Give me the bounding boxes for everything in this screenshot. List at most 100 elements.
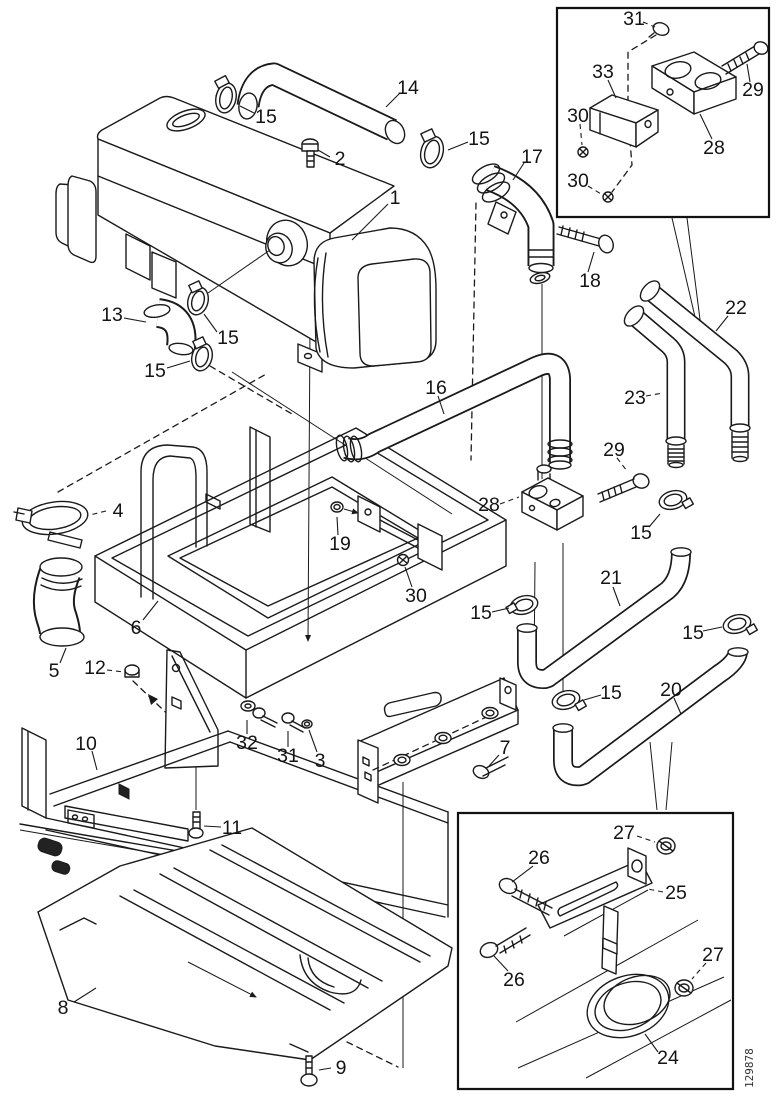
lift-arch <box>141 445 207 597</box>
callout-15: 15 <box>470 602 492 624</box>
callout-1-leader <box>352 204 388 240</box>
callout-19-leader <box>337 517 338 535</box>
nut-27-lower <box>675 980 693 996</box>
callout-15: 15 <box>144 360 166 382</box>
callout-28: 28 <box>478 494 500 516</box>
callout-16-leader <box>438 396 444 414</box>
callout-15: 15 <box>255 106 277 128</box>
heat-exchanger-tank-1 <box>56 87 551 372</box>
nut-12 <box>125 665 139 675</box>
callout-17-leader <box>513 163 524 180</box>
callout-30-leader <box>580 124 582 145</box>
figure-id: 129878 <box>743 1048 756 1088</box>
callout-11: 11 <box>222 817 242 839</box>
callout-22: 22 <box>725 297 747 319</box>
bolt-9 <box>306 1056 312 1075</box>
callout-26: 26 <box>528 847 550 869</box>
callout-4-leader <box>90 511 106 515</box>
callout-8: 8 <box>58 997 69 1019</box>
callout-26: 26 <box>503 969 525 991</box>
callout-23-leader <box>646 393 663 396</box>
clamp-15-e <box>657 488 693 513</box>
callout-27: 27 <box>613 822 635 844</box>
callout-15: 15 <box>682 622 704 644</box>
hose-14 <box>213 74 408 147</box>
callout-17: 17 <box>521 146 543 168</box>
bolt-11 <box>193 812 200 830</box>
callout-30-leader <box>588 186 601 194</box>
callout-15-leader <box>703 627 722 631</box>
callout-2-leader <box>318 150 330 157</box>
pipes-22-23 <box>621 277 750 467</box>
callout-20-leader <box>674 698 681 714</box>
callouts-layer: 1214151517181315151622232928419301515151… <box>49 8 764 1079</box>
bracket-19 <box>358 496 380 532</box>
callout-31-leader <box>643 22 655 27</box>
clamp-15-b <box>417 129 447 170</box>
callout-15: 15 <box>468 128 490 150</box>
callout-12-leader <box>107 670 124 672</box>
callout-30-leader <box>405 567 412 587</box>
deck-slot <box>385 693 442 717</box>
callout-15-leader <box>167 361 190 368</box>
hose-5 <box>40 558 84 646</box>
callout-3: 3 <box>315 750 326 772</box>
hose-16 <box>334 364 572 469</box>
callout-2: 2 <box>335 148 346 170</box>
callout-15-leader <box>448 142 468 150</box>
callout-24-leader <box>645 1034 658 1052</box>
callout-7-leader <box>489 755 499 766</box>
block-28-main <box>522 465 651 530</box>
frame-10 <box>20 650 448 917</box>
callout-30: 30 <box>567 170 589 192</box>
callout-12: 12 <box>84 657 106 679</box>
callout-6: 6 <box>131 617 142 639</box>
clamp-15-f <box>506 593 540 618</box>
callout-27-leader <box>637 836 655 842</box>
bolt-26-lower <box>478 928 530 960</box>
callout-24: 24 <box>657 1047 679 1069</box>
callout-31: 31 <box>623 8 645 30</box>
callout-26-leader <box>512 866 533 882</box>
callout-15: 15 <box>600 682 622 704</box>
callout-5-leader <box>60 648 66 663</box>
callout-15-leader <box>584 695 601 700</box>
callout-33: 33 <box>592 61 614 83</box>
callout-33-leader <box>608 80 616 98</box>
bolt-29-main <box>631 472 651 491</box>
lift-frame-6 <box>95 427 506 698</box>
callout-3-leader <box>309 730 317 752</box>
callout-15-leader <box>649 514 660 527</box>
callout-21-leader <box>613 587 620 606</box>
callout-30: 30 <box>567 105 589 127</box>
bolt-18 <box>557 226 616 255</box>
clamp-24 <box>578 963 677 1048</box>
callout-6-leader <box>143 601 158 620</box>
bolt-31-inset <box>651 21 670 38</box>
callout-10-leader <box>92 751 97 770</box>
clamp-15-h <box>550 688 586 713</box>
skid-plate-8 <box>38 828 452 1086</box>
callout-28-leader <box>500 497 519 504</box>
callout-29: 29 <box>742 79 764 101</box>
callout-29: 29 <box>603 439 625 461</box>
callout-27-leader <box>692 963 706 979</box>
clamp-15-a <box>213 76 239 115</box>
nut-19 <box>331 502 343 512</box>
callout-9: 9 <box>336 1057 347 1079</box>
callout-15-leader <box>492 608 509 612</box>
callout-27: 27 <box>702 944 724 966</box>
callout-23: 23 <box>624 387 646 409</box>
callout-11-leader <box>204 826 221 827</box>
callout-15-leader <box>240 106 254 113</box>
hoses-20-21 <box>506 488 757 777</box>
inset-clamp-bracket <box>458 813 733 1089</box>
nut-27-upper <box>657 838 675 854</box>
mount-rail-3 <box>241 678 518 803</box>
bolt-26-upper <box>497 876 552 915</box>
callout-15: 15 <box>630 522 652 544</box>
callout-16: 16 <box>425 377 447 399</box>
callout-18: 18 <box>579 270 601 292</box>
callout-5: 5 <box>49 660 60 682</box>
callout-32: 32 <box>236 732 258 754</box>
